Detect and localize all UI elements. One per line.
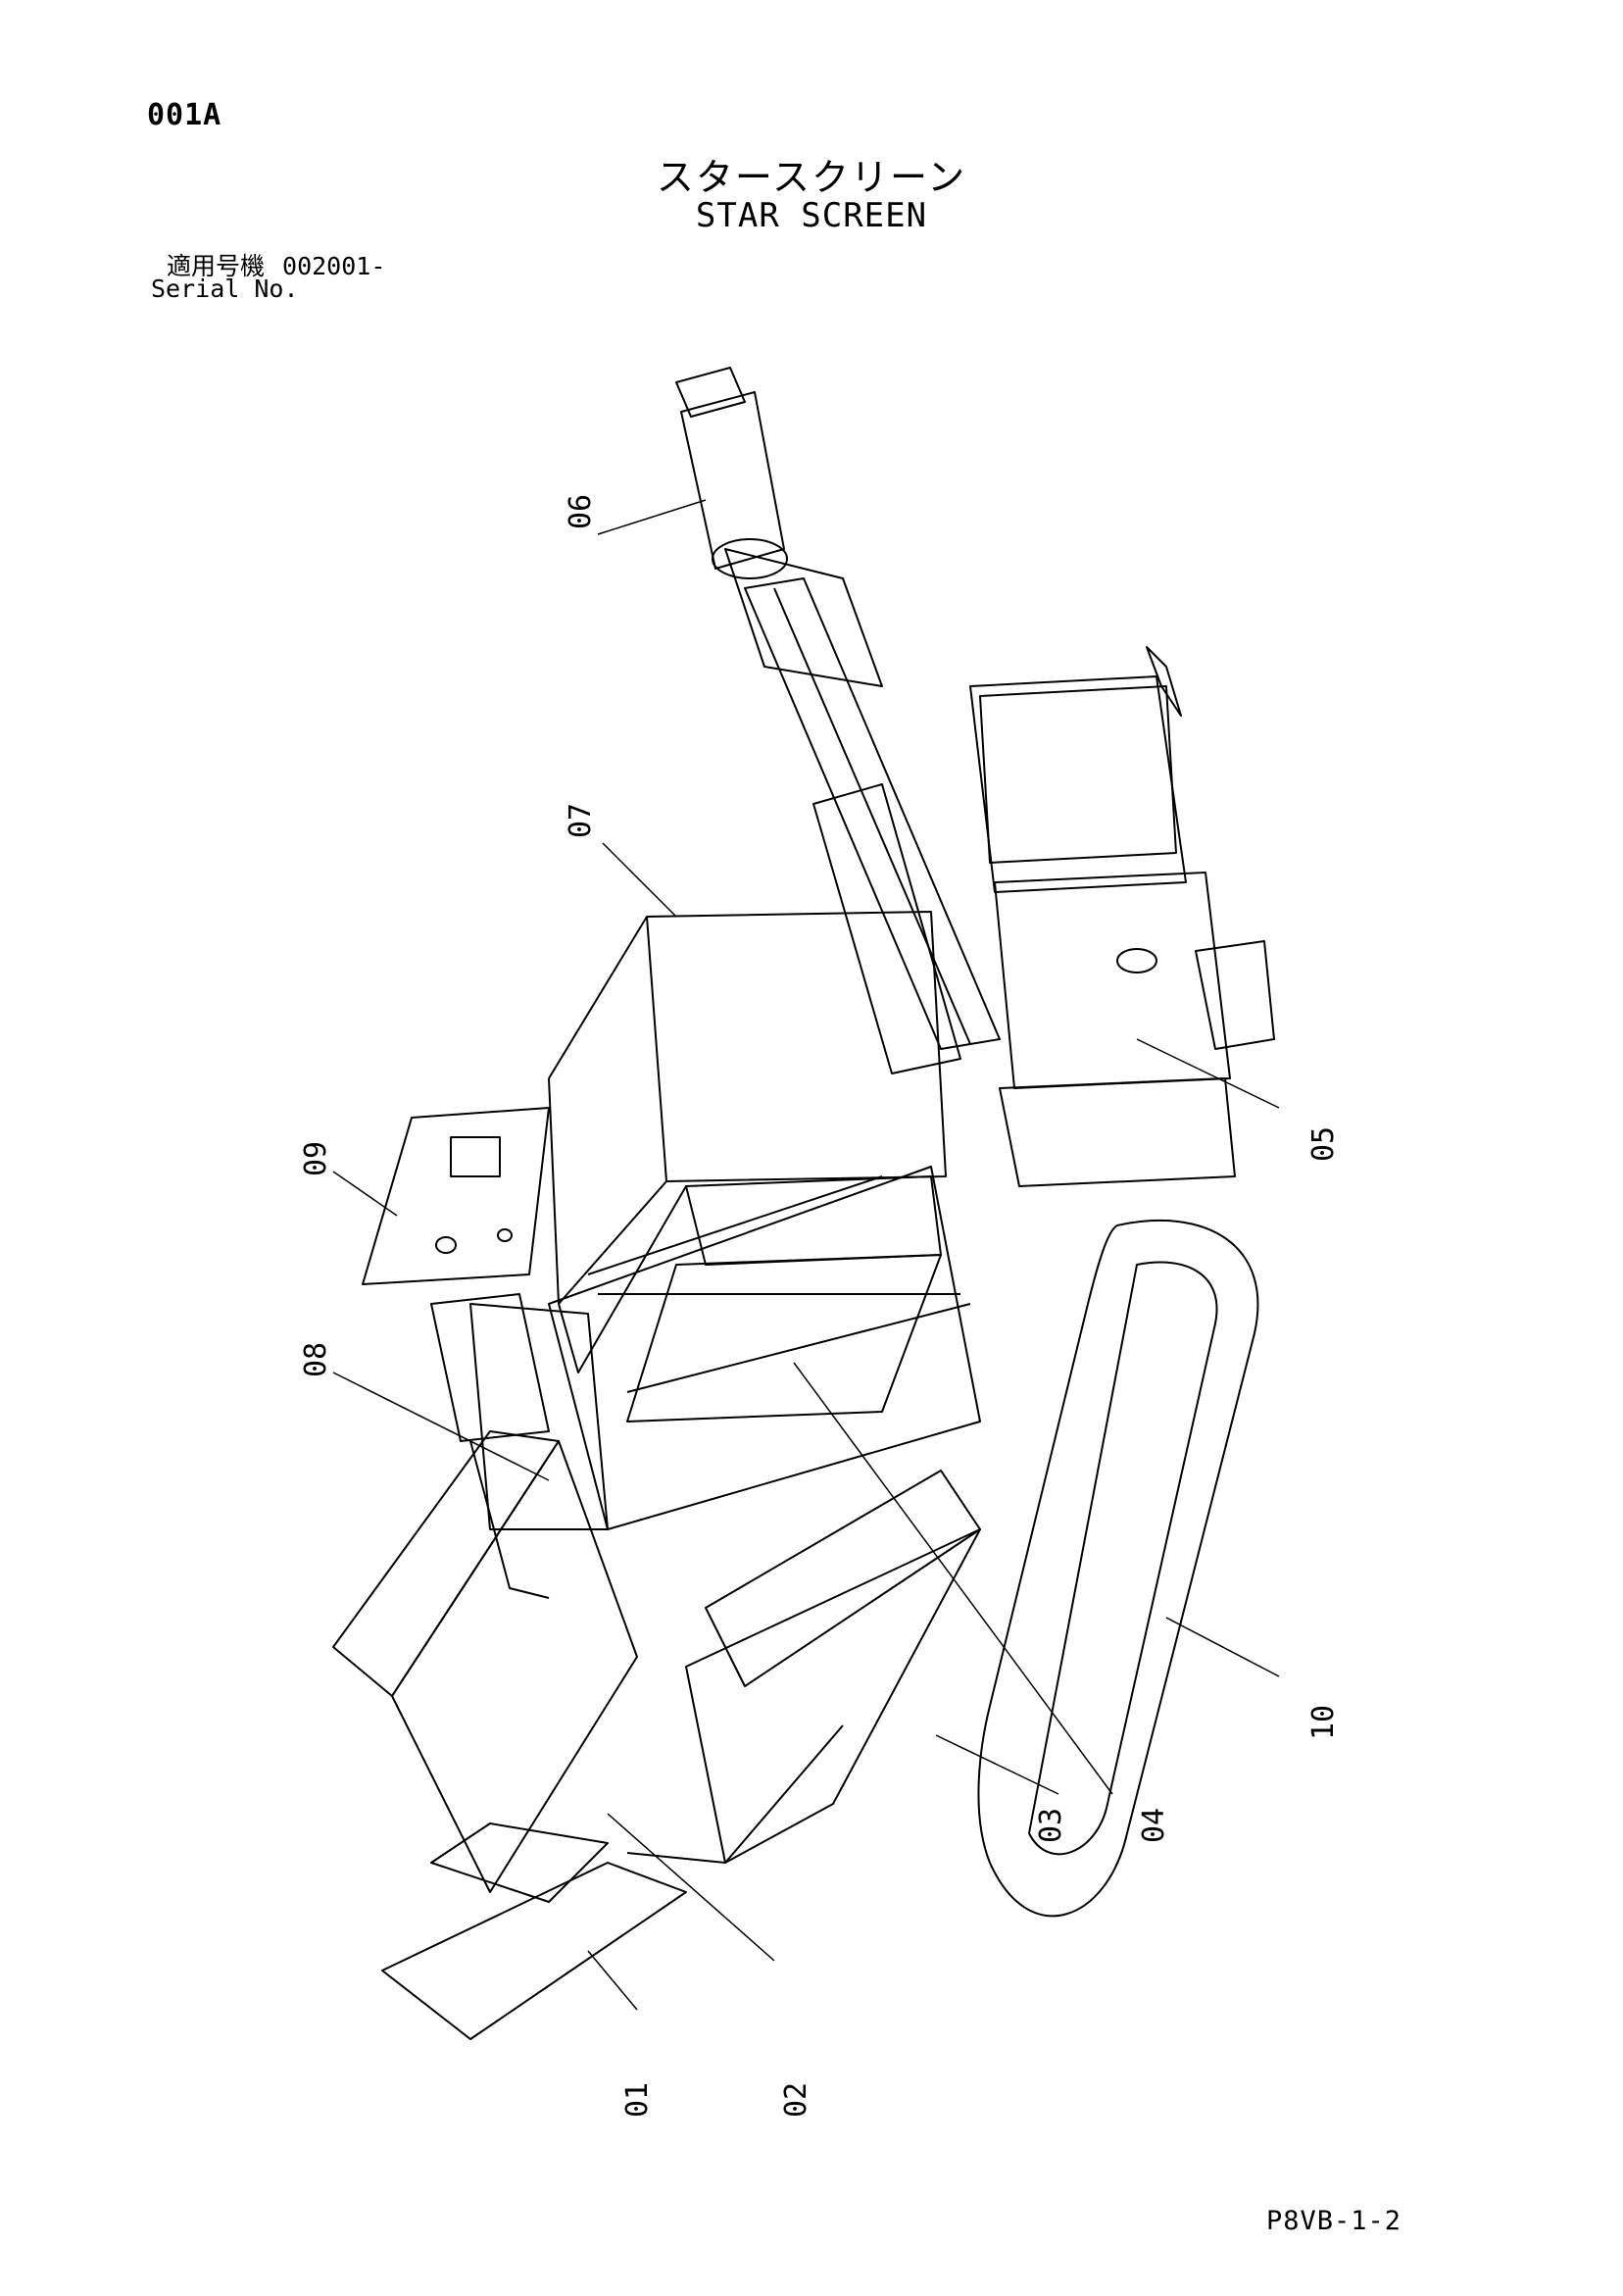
- leader-05: [1136, 1038, 1280, 1109]
- leader-09: [332, 1171, 398, 1217]
- machine-line-art: [332, 367, 1275, 2040]
- leader-07: [602, 842, 677, 918]
- footer-page-code: P8VB-1-2: [1266, 2206, 1402, 2236]
- callout-06: 06: [564, 494, 598, 529]
- serial-value: 002001-: [282, 252, 386, 280]
- callout-10: 10: [1306, 1705, 1341, 1740]
- callout-08: 08: [299, 1342, 333, 1377]
- serial-label-english: Serial No.: [151, 275, 299, 303]
- leader-lines: [332, 499, 1280, 2011]
- leader-04: [793, 1362, 1113, 1795]
- leader-06: [597, 499, 707, 535]
- title-english: STAR SCREEN: [695, 196, 928, 235]
- callout-09: 09: [299, 1141, 333, 1176]
- serial-label-japanese: 適用号機: [167, 252, 266, 280]
- leader-01: [587, 1950, 638, 2011]
- leader-02: [607, 1813, 775, 1962]
- title-japanese: スタースクリーン: [656, 156, 967, 199]
- leader-08: [332, 1372, 550, 1481]
- callout-05: 05: [1306, 1126, 1341, 1162]
- callout-07: 07: [564, 803, 598, 838]
- callout-labels: 06 07 09 08 05 10 03 04 01 02: [299, 494, 1341, 2118]
- callout-02: 02: [779, 2082, 813, 2118]
- callout-04: 04: [1137, 1808, 1171, 1843]
- serial-row-japanese: 適用号機 002001-: [167, 247, 385, 282]
- page-code: 001A: [147, 98, 222, 132]
- leader-10: [1165, 1617, 1280, 1677]
- callout-03: 03: [1034, 1808, 1068, 1843]
- leader-03: [935, 1734, 1059, 1795]
- exploded-parts-drawing: 06 07 09 08 05 10 03 04 01 02: [299, 367, 1341, 2118]
- callout-01: 01: [620, 2082, 655, 2118]
